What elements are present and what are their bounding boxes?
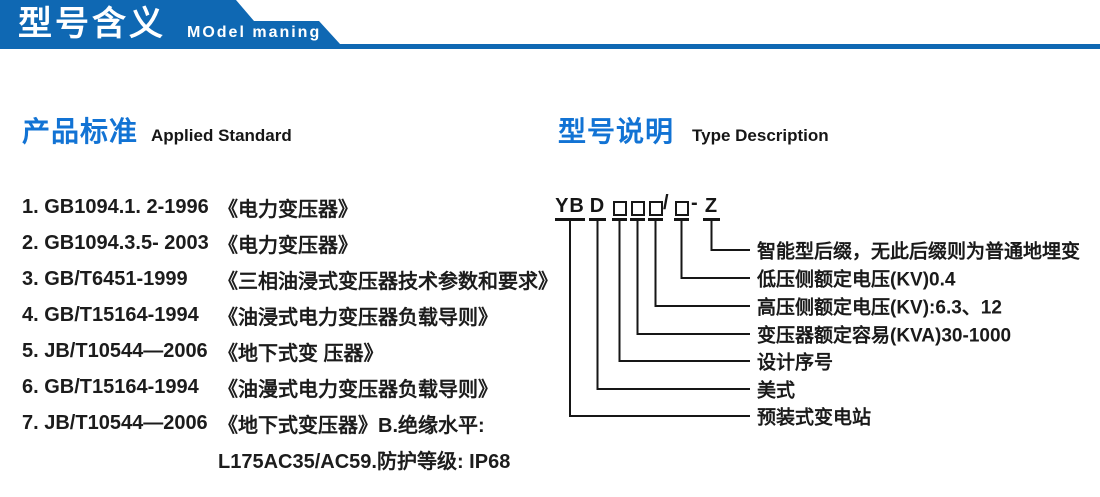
header-banner-shape [0, 0, 1100, 49]
list-item: 6. GB/T15164-1994 《油漫式电力变压器负载导则》 [22, 369, 542, 405]
standards-list: 1. GB1094.1. 2-1996 《电力变压器》 2. GB1094.3.… [22, 189, 558, 477]
list-item: 7. JB/T10544—2006 《地下式变压器》B.绝缘水平: [22, 405, 542, 441]
model-code-type-letter: D [589, 192, 606, 221]
model-code-box-hv [648, 192, 663, 221]
standard-title: 《电力变压器》 [218, 234, 358, 257]
standard-code: 6. GB/T15164-1994 [22, 375, 199, 398]
type-description-section-title: 型号说明 Type Description [558, 110, 829, 150]
standard-title: 《油漫式电力变压器负载导则》 [218, 378, 498, 401]
standard-code: 1. GB1094.1. 2-1996 [22, 195, 209, 218]
standard-title: 《电力变压器》 [218, 198, 358, 221]
label-hv-rated-voltage: 高压侧额定电压(KV):6.3、12 [757, 297, 1002, 319]
list-item: 2. GB1094.3.5- 2003 《电力变压器》 [22, 225, 542, 261]
standard-title: 《地下式变压器》B.绝缘水平: [218, 414, 485, 437]
section-title-zh: 型号说明 [558, 116, 675, 147]
standard-title: 《三相油浸式变压器技术参数和要求》 [218, 270, 558, 293]
label-american-style: 美式 [757, 380, 796, 402]
model-code-box-lv [674, 192, 689, 221]
label-design-serial: 设计序号 [757, 352, 834, 374]
section-title-zh: 产品标准 [22, 116, 139, 147]
page-title: 型号含义 [18, 5, 166, 43]
model-code-text: D [589, 195, 606, 217]
section-title-en: Type Description [692, 126, 829, 145]
label-lv-rated-voltage: 低压侧额定电压(KV)0.4 [757, 269, 956, 291]
list-item: 3. GB/T6451-1999 《三相油浸式变压器技术参数和要求》 [22, 261, 558, 297]
model-code-dash: - [691, 192, 698, 214]
standard-title: 《地下式变 压器》 [218, 342, 384, 365]
standard-code: 7. JB/T10544—2006 [22, 411, 208, 434]
standard-title: 《油浸式电力变压器负载导则》 [218, 306, 498, 329]
model-code-box-capacity [630, 192, 645, 221]
page-title-english: MOdel maning [187, 24, 322, 41]
list-item: 4. GB/T15164-1994 《油浸式电力变压器负载导则》 [22, 297, 542, 333]
model-code-box-design [612, 192, 627, 221]
model-code-slash: / [663, 192, 669, 214]
model-code-prefix: YB [555, 192, 585, 221]
placeholder-box-icon [674, 201, 689, 216]
standard-title-continuation: L175AC35/AC59.防护等级: IP68 [218, 450, 511, 473]
placeholder-box-icon [630, 201, 645, 216]
standard-code: 4. GB/T15164-1994 [22, 303, 199, 326]
applied-standard-section-title: 产品标准 Applied Standard [22, 110, 292, 150]
placeholder-box-icon [612, 201, 627, 216]
standard-code: 5. JB/T10544—2006 [22, 339, 208, 362]
standard-code: 3. GB/T6451-1999 [22, 267, 188, 290]
label-smart-suffix: 智能型后缀，无此后缀则为普通地埋变 [757, 241, 1081, 263]
placeholder-box-icon [648, 201, 663, 216]
list-item: 5. JB/T10544—2006 《地下式变 压器》 [22, 333, 542, 369]
label-rated-capacity: 变压器额定容易(KVA)30-1000 [757, 325, 1012, 347]
model-code-suffix: Z [703, 192, 720, 221]
model-code-text: Z [704, 195, 719, 217]
label-prefabricated-substation: 预装式变电站 [757, 407, 872, 429]
standard-code: 2. GB1094.3.5- 2003 [22, 231, 209, 254]
list-item: 1. GB1094.1. 2-1996 《电力变压器》 [22, 189, 542, 225]
list-item-continuation: L175AC35/AC59.防护等级: IP68 [22, 441, 542, 477]
section-title-en: Applied Standard [151, 126, 292, 145]
model-code-text: YB [555, 195, 585, 217]
